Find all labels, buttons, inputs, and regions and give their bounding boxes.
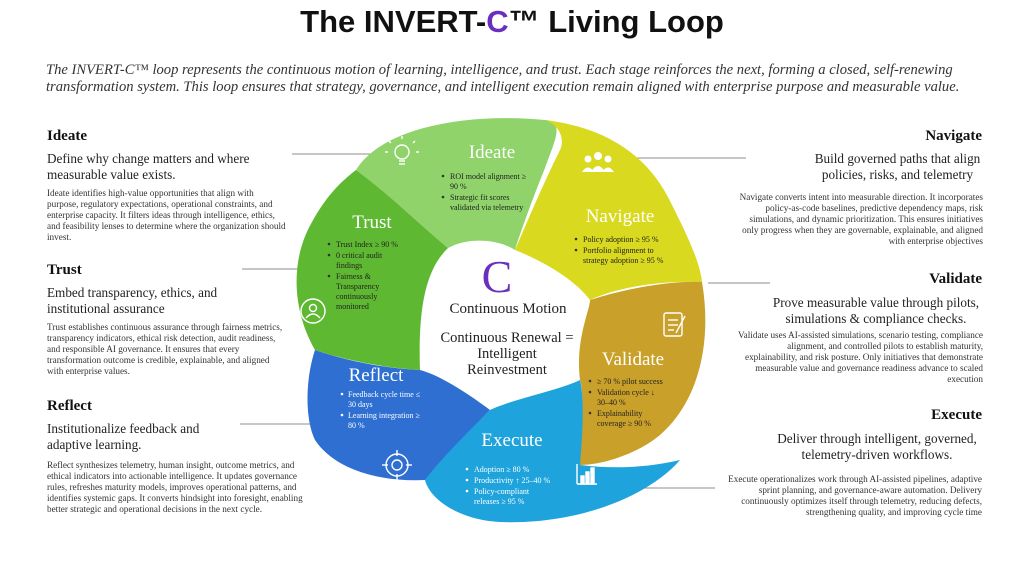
lightbulb-icon [385, 136, 419, 165]
segment-label-trust: Trust [352, 212, 392, 233]
intro-text: The INVERT-C™ loop represents the contin… [46, 62, 960, 95]
section-navigate-body: Navigate converts intent into measurable… [739, 192, 983, 246]
section-validate-body: Validate uses AI-assisted simulations, s… [738, 330, 983, 384]
section-navigate-heading: Navigate [925, 128, 982, 144]
segment-label-navigate: Navigate [586, 206, 655, 227]
section-navigate-subtitle: Build governed paths that align policies… [814, 151, 981, 182]
metrics-execute: Adoption ≥ 80 % Productivity ↑ 25–40 % P… [465, 465, 551, 506]
section-ideate-subtitle: Define why change matters and where meas… [47, 151, 250, 182]
section-validate-subtitle: Prove measurable value through pilots, s… [772, 295, 980, 326]
section-trust-body: Trust establishes continuous assurance t… [47, 322, 283, 376]
metric-line: 90 % [450, 182, 467, 191]
metric-line: coverage ≥ 90 % [597, 419, 651, 428]
section-trust-subtitle: Embed transparency, ethics, and institut… [47, 285, 218, 316]
segment-trust [296, 170, 448, 370]
metric-line: continuously [336, 292, 377, 301]
segment-ideate [356, 118, 557, 250]
metrics-navigate: Policy adoption ≥ 95 % Portfolio alignme… [574, 235, 664, 265]
metric-line: Strategic fit scores [450, 193, 510, 202]
segment-navigate [515, 120, 702, 300]
metric-line: Explainability [597, 409, 642, 418]
metric-line: 80 % [348, 421, 365, 430]
metric-line: monitored [336, 302, 369, 311]
badge-icon [300, 298, 326, 324]
segment-reflect [307, 350, 490, 481]
metric-line: strategy adoption ≥ 95 % [583, 256, 664, 265]
metric-line: Learning integration ≥ [348, 411, 421, 420]
metric-line: validated via telemetry [450, 203, 523, 212]
segment-label-validate: Validate [602, 349, 664, 370]
segment-validate [578, 281, 706, 465]
metric-line: Adoption ≥ 80 % [474, 465, 530, 474]
team-icon [582, 152, 614, 172]
segment-label-ideate: Ideate [469, 142, 515, 163]
page-title: The INVERT-C™ Living Loop [300, 4, 724, 39]
metric-line: ROI model alignment ≥ [450, 172, 527, 181]
section-ideate-body: Ideate identifies high-value opportuniti… [47, 188, 286, 242]
segment-label-execute: Execute [481, 430, 542, 451]
metrics-ideate: ROI model alignment ≥ 90 % Strategic fit… [441, 172, 527, 212]
center-line: Intelligent [477, 346, 537, 362]
section-execute-subtitle: Deliver through intelligent, governed, t… [777, 431, 977, 462]
checklist-icon [663, 312, 686, 337]
section-reflect-heading: Reflect [47, 398, 92, 414]
target-icon [382, 450, 412, 480]
segment-execute [425, 380, 680, 523]
metric-line: Feedback cycle time ≤ [348, 390, 421, 399]
metric-line: ≥ 70 % pilot success [597, 377, 663, 386]
center-title: Continuous Motion [449, 301, 567, 317]
section-reflect-body: Reflect synthesizes telemetry, human ins… [47, 460, 303, 514]
metric-line: 30 days [348, 400, 373, 409]
metric-line: Portfolio alignment to [583, 246, 654, 255]
metric-line: Policy-compliant [474, 487, 530, 496]
center-letter: C [482, 251, 513, 302]
metrics-trust: Trust Index ≥ 90 % 0 critical audit find… [327, 240, 398, 311]
metric-line: Validation cycle ↓ [597, 388, 655, 397]
metric-line: 0 critical audit [336, 251, 383, 260]
metric-line: releases ≥ 95 % [474, 497, 525, 506]
metrics-validate: ≥ 70 % pilot success Validation cycle ↓ … [588, 377, 663, 428]
metric-line: Fairness & [336, 272, 372, 281]
section-trust-heading: Trust [47, 262, 82, 278]
metric-line: 30–40 % [597, 398, 626, 407]
metric-line: findings [336, 261, 362, 270]
section-validate-heading: Validate [929, 271, 982, 287]
center-line: Continuous Renewal = [440, 330, 573, 346]
metric-line: Transparency [336, 282, 379, 291]
section-execute-body: Execute operationalizes work through AI-… [728, 474, 982, 517]
section-execute-heading: Execute [931, 407, 982, 423]
bar-chart-icon [576, 464, 597, 485]
section-reflect-subtitle: Institutionalize feedback and adaptive l… [47, 421, 200, 452]
metrics-reflect: Feedback cycle time ≤ 30 days Learning i… [340, 390, 421, 430]
metric-line: Trust Index ≥ 90 % [336, 240, 398, 249]
section-ideate-heading: Ideate [47, 128, 87, 144]
center-line: Reinvestment [467, 362, 547, 378]
metric-line: Productivity ↑ 25–40 % [474, 476, 551, 485]
metric-line: Policy adoption ≥ 95 % [583, 235, 659, 244]
segment-label-reflect: Reflect [349, 365, 405, 386]
